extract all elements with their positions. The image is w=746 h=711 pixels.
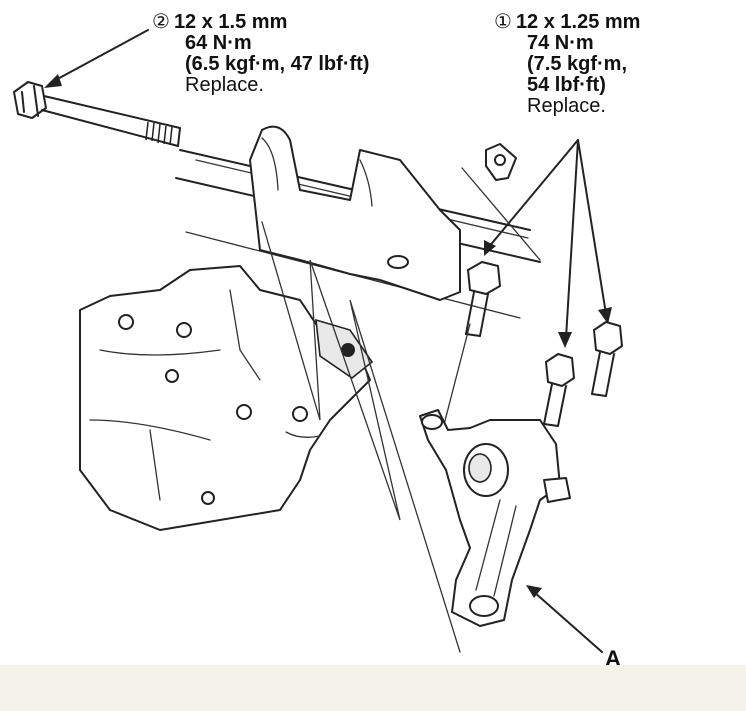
bolt1-torque-alt-1: (7.5 kgf·m, <box>527 53 628 75</box>
bolt1-size: 12 x 1.25 mm <box>515 11 641 33</box>
sight-lines <box>261 167 541 653</box>
callout-a-label: A <box>605 646 621 671</box>
mount-bolt-middle <box>543 353 575 427</box>
bolt1-torque: 74 N·m <box>527 32 594 54</box>
bolt1-note: Replace. <box>527 95 606 117</box>
bolt1-number: ① <box>494 11 512 33</box>
bolt2-size: 12 x 1.5 mm <box>173 11 288 33</box>
engine-mount-a <box>419 409 571 627</box>
footer-band <box>0 665 746 711</box>
long-bolt <box>13 81 181 147</box>
bolt1-torque-alt-2: 54 lbf·ft) <box>527 74 606 96</box>
bolt2-note: Replace. <box>185 74 264 96</box>
transmission-housing <box>79 265 374 531</box>
leader-arrows <box>44 29 612 653</box>
bolt2-torque: 64 N·m <box>185 32 252 54</box>
diagram-drawing <box>13 29 623 653</box>
bolt2-torque-alt: (6.5 kgf·m, 47 lbf·ft) <box>185 53 370 75</box>
mount-bolt-left <box>465 261 501 337</box>
frame-bracket <box>175 125 541 319</box>
mount-bolt-right <box>591 321 623 397</box>
bolt2-number: ② <box>152 11 170 33</box>
